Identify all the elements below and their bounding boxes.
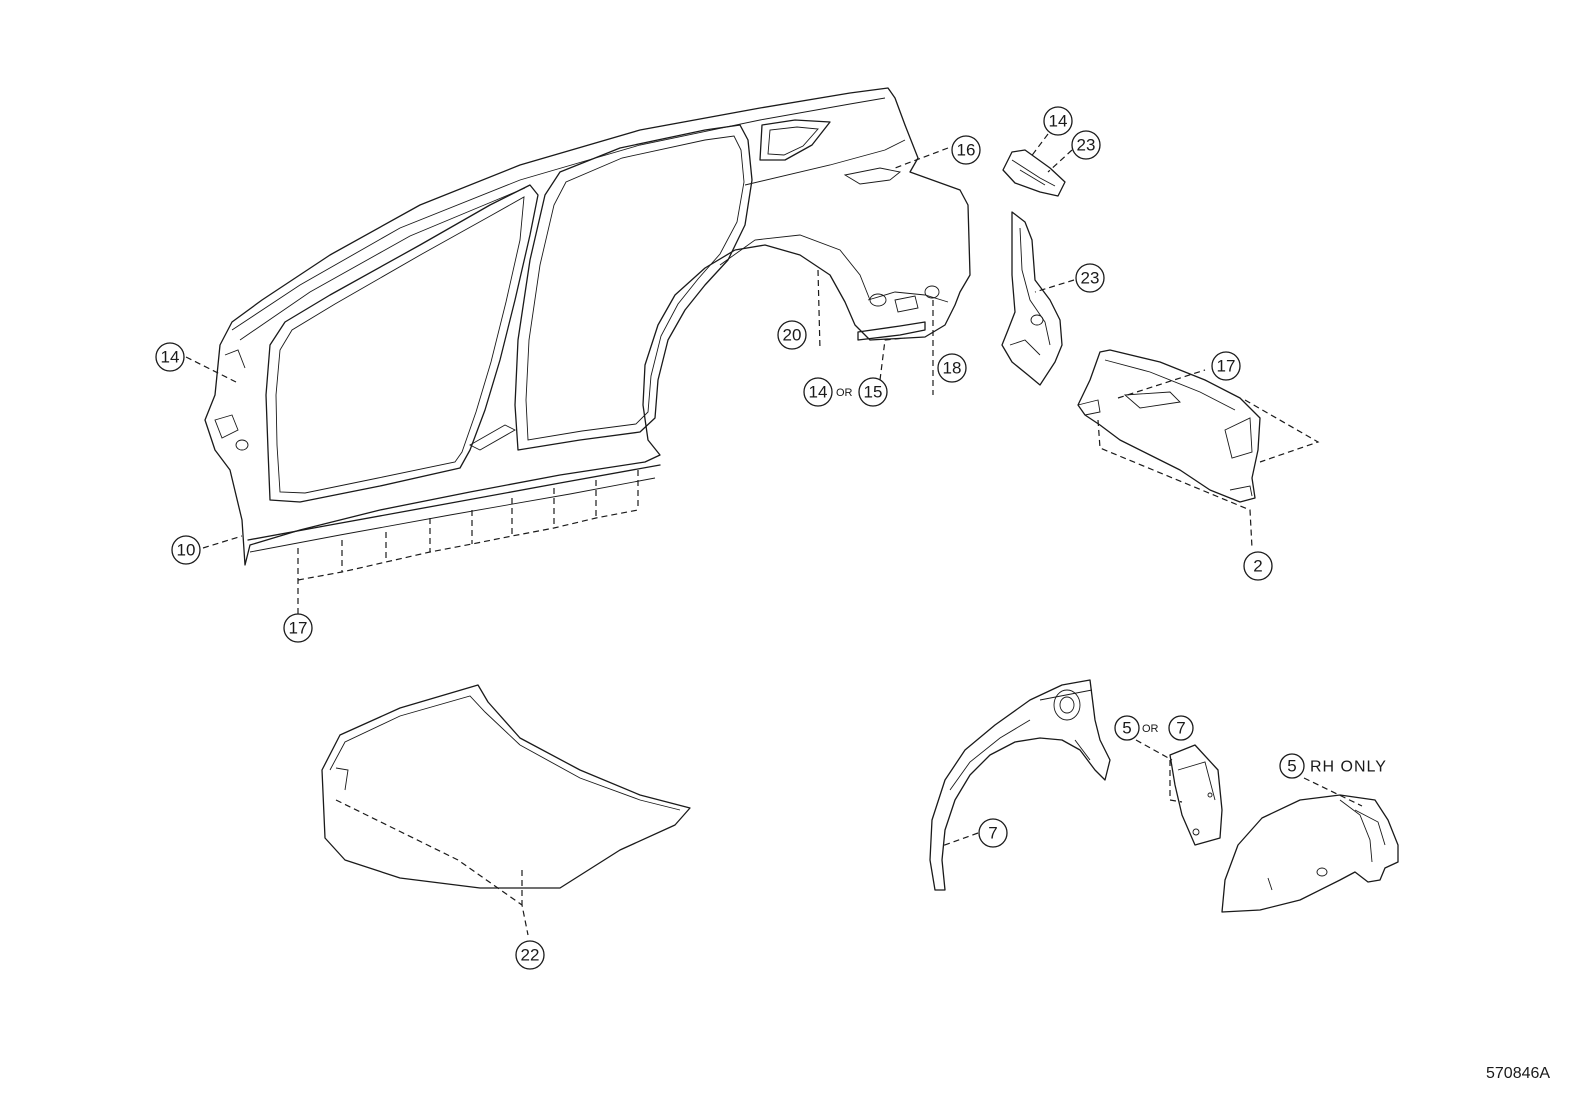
svg-text:22: 22 — [521, 946, 540, 965]
fender-shield — [1169, 744, 1223, 846]
svg-text:7: 7 — [988, 824, 997, 843]
rear-wheel-liner — [1221, 794, 1399, 913]
svg-text:17: 17 — [1217, 357, 1236, 376]
fender-shield-leaders — [1135, 739, 1183, 803]
figure-id: 570846A — [1486, 1065, 1550, 1082]
leader-lines — [185, 133, 1363, 847]
callout-10: 10 — [171, 535, 201, 565]
callout-7-shield: 7 — [1168, 715, 1194, 741]
quarter-inner-pillar — [1001, 211, 1063, 386]
rear-panel-leaders — [1097, 369, 1320, 549]
callout-14-top: 14 — [1043, 106, 1073, 136]
body-side-outer-panel — [204, 87, 971, 566]
hood-leaders — [335, 799, 529, 936]
callout-16: 16 — [951, 135, 981, 165]
callout-5-shield: 5 — [1114, 715, 1140, 741]
svg-text:23: 23 — [1081, 269, 1100, 288]
callout-22: 22 — [515, 940, 545, 970]
connector-or-quarter: OR — [836, 387, 853, 399]
callout-7-liner: 7 — [978, 818, 1008, 848]
rear-floor-side-panel — [1077, 349, 1261, 503]
connector-or-shield: OR — [1142, 723, 1159, 735]
callout-5-rh-only: 5 — [1279, 753, 1305, 779]
svg-text:23: 23 — [1077, 136, 1096, 155]
svg-text:2: 2 — [1253, 557, 1262, 576]
svg-text:20: 20 — [783, 326, 802, 345]
svg-text:16: 16 — [957, 141, 976, 160]
svg-text:15: 15 — [864, 383, 883, 402]
callout-15: 15 — [858, 377, 888, 407]
callout-14-quarter: 14 — [803, 377, 833, 407]
callout-14-front-pillar: 14 — [155, 342, 185, 372]
rh-only-note: RH ONLY — [1310, 759, 1387, 776]
svg-text:14: 14 — [1049, 112, 1068, 131]
hood-panel — [321, 684, 691, 889]
svg-text:18: 18 — [943, 359, 962, 378]
callout-23-pillar: 23 — [1075, 263, 1105, 293]
callout-18: 18 — [937, 353, 967, 383]
svg-text:7: 7 — [1176, 719, 1185, 738]
svg-text:14: 14 — [161, 348, 180, 367]
svg-text:17: 17 — [289, 619, 308, 638]
front-fender-liner — [929, 679, 1111, 891]
callout-23-top: 23 — [1071, 130, 1101, 160]
svg-text:5: 5 — [1122, 719, 1131, 738]
callout-2: 2 — [1243, 551, 1273, 581]
upper-bracket — [1002, 149, 1066, 197]
svg-text:14: 14 — [809, 383, 828, 402]
callout-17-panel: 17 — [1211, 351, 1241, 381]
svg-text:5: 5 — [1287, 757, 1296, 776]
callout-20: 20 — [777, 320, 807, 350]
svg-text:10: 10 — [177, 541, 196, 560]
quarter-lower-extension — [857, 321, 926, 341]
sill-sealer-leaders — [297, 470, 639, 615]
callout-17-sill: 17 — [283, 613, 313, 643]
